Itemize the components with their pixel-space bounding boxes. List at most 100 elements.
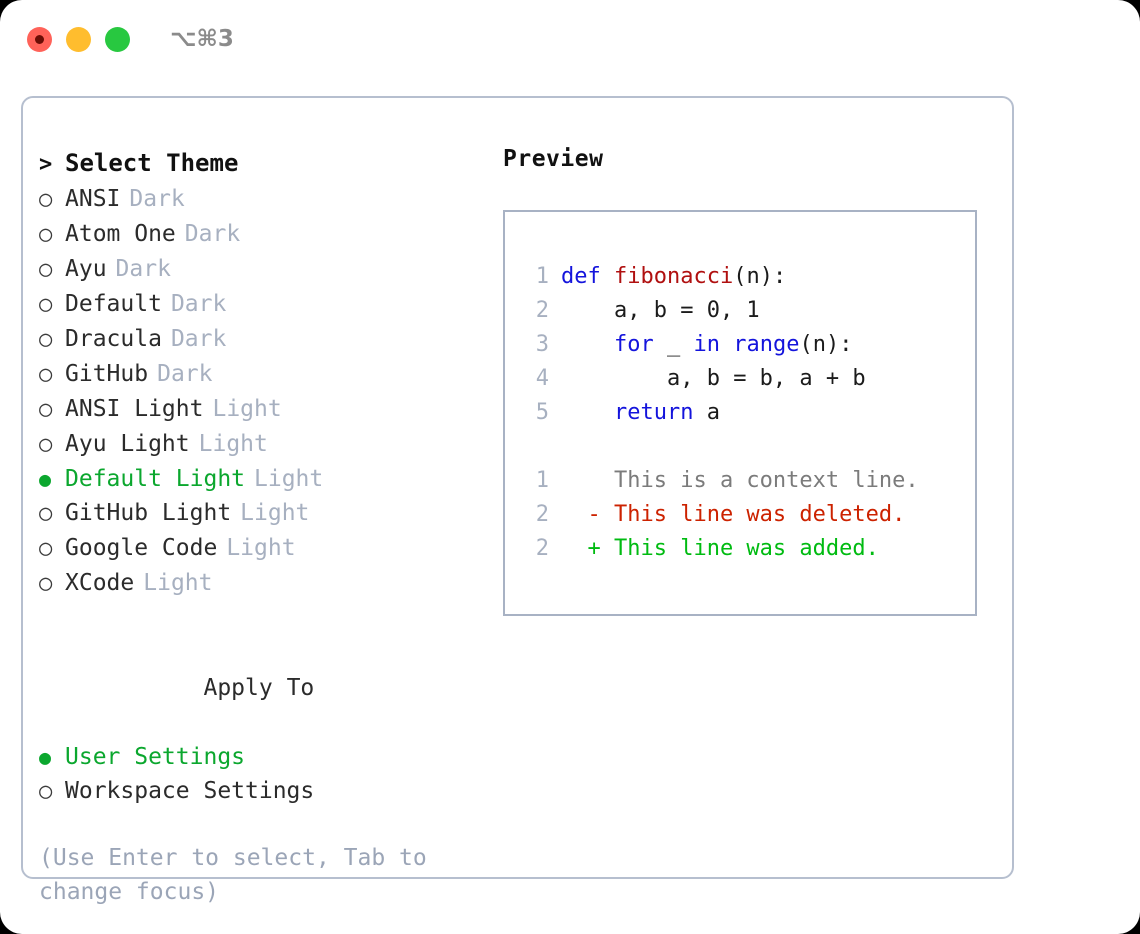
- code-token: (n):: [799, 332, 853, 357]
- apply-to-label: Workspace Settings: [65, 778, 315, 804]
- theme-list-item[interactable]: ○ ANSI Light Light: [39, 392, 489, 427]
- radio-unselected-icon: ○: [39, 779, 53, 804]
- theme-variant-label: Light: [198, 431, 268, 457]
- diff-line: 2 - This line was deleted.: [505, 498, 975, 532]
- theme-name-label: ANSI: [65, 186, 121, 212]
- theme-variant-label: Light: [226, 535, 296, 561]
- code-token: a, b = 0, 1: [613, 298, 760, 323]
- diff-line: 2 + This line was added.: [505, 532, 975, 566]
- code-line: 2 a, b = 0, 1: [505, 294, 975, 328]
- code-token: range: [733, 332, 800, 357]
- code-line-content: def fibonacci(n):: [561, 260, 786, 294]
- code-token: (n):: [733, 264, 787, 289]
- line-number: 2: [535, 536, 549, 561]
- radio-unselected-icon: ○: [39, 571, 53, 596]
- traffic-light-buttons: [27, 26, 130, 52]
- theme-name-label: Ayu: [65, 256, 107, 282]
- theme-list-item[interactable]: ● Default Light Light: [39, 462, 489, 496]
- apply-to-list-item[interactable]: ●User Settings: [39, 740, 489, 774]
- theme-name-label: Default: [65, 291, 162, 317]
- radio-unselected-icon: ○: [39, 292, 53, 317]
- code-token: [720, 332, 733, 357]
- maximize-button-icon[interactable]: [105, 26, 130, 52]
- theme-name-label: Ayu Light: [65, 431, 190, 457]
- code-line: 3 for _ in range(n):: [505, 328, 975, 362]
- radio-unselected-icon: ○: [39, 327, 53, 352]
- theme-name-label: Google Code: [65, 535, 218, 561]
- section-spacer: [39, 601, 489, 637]
- theme-name-label: GitHub: [65, 361, 149, 387]
- theme-name-label: XCode: [65, 570, 135, 596]
- apply-to-list-item[interactable]: ○ Workspace Settings: [39, 774, 489, 809]
- theme-variant-label: Dark: [115, 256, 171, 282]
- radio-unselected-icon: ○: [39, 397, 53, 422]
- code-token: def: [561, 264, 601, 289]
- recording-indicator-icon: [35, 34, 44, 44]
- theme-name-label: Dracula: [65, 326, 162, 352]
- theme-variant-label: Light: [212, 396, 282, 422]
- radio-selected-icon: ●: [39, 745, 52, 769]
- code-line-content: return a: [561, 396, 720, 430]
- diff-line-content: + This line was added.: [561, 536, 879, 561]
- theme-variant-label: Dark: [129, 186, 185, 212]
- theme-variant-label: Dark: [184, 221, 241, 247]
- line-number: 4: [535, 366, 549, 391]
- minimize-button-icon[interactable]: [66, 26, 91, 52]
- code-token: for: [613, 332, 654, 357]
- select-theme-header-label: Select Theme: [65, 149, 239, 177]
- radio-unselected-icon: ○: [39, 257, 53, 282]
- theme-name-label: Default Light: [65, 466, 246, 492]
- code-line-content: a, b = 0, 1: [561, 294, 760, 328]
- title-bar: ⌥⌘3: [0, 0, 1140, 78]
- select-theme-header: > Select Theme: [39, 146, 489, 182]
- apply-to-marker-spacer: ○: [177, 672, 203, 706]
- code-token: _: [653, 332, 694, 357]
- theme-list-item[interactable]: ○ Ayu Dark: [39, 252, 489, 287]
- theme-name-label: GitHub Light: [65, 500, 232, 526]
- line-number: 2: [535, 502, 549, 527]
- keyboard-hint-text: (Use Enter to select, Tab to change focu…: [39, 845, 441, 905]
- code-line-content: for _ in range(n):: [561, 328, 852, 362]
- code-diff-separator: [505, 430, 975, 464]
- radio-unselected-icon: ○: [39, 501, 53, 526]
- theme-variant-label: Light: [254, 466, 324, 492]
- diff-line: 1 This is a context line.: [505, 464, 975, 498]
- radio-unselected-icon: ○: [39, 362, 53, 387]
- radio-unselected-icon: ○: [39, 536, 53, 561]
- diff-line-content: This is a context line.: [561, 468, 919, 493]
- code-token: fibonacci: [614, 264, 734, 289]
- theme-name-label: ANSI Light: [65, 396, 204, 422]
- theme-list-item[interactable]: ○ Dracula Dark: [39, 322, 489, 357]
- code-token: [601, 264, 614, 289]
- apply-to-header: ○Apply To: [39, 637, 489, 740]
- code-line: 4 a, b = b, a + b: [505, 362, 975, 396]
- diff-line-content: - This line was deleted.: [561, 502, 906, 527]
- code-line: 1 def fibonacci(n):: [505, 260, 975, 294]
- prompt-caret-icon: >: [39, 152, 53, 177]
- theme-list-item[interactable]: ○ Google Code Light: [39, 531, 489, 566]
- theme-variant-label: Dark: [170, 326, 227, 352]
- radio-unselected-icon: ○: [39, 222, 53, 247]
- code-line-content: a, b = b, a + b: [561, 362, 866, 396]
- apply-to-list: ●User Settings ○ Workspace Settings: [39, 740, 489, 809]
- code-line: 5 return a: [505, 396, 975, 430]
- keyboard-shortcut-label: ⌥⌘3: [170, 26, 234, 52]
- radio-selected-icon: ●: [39, 467, 52, 491]
- apply-to-header-label: Apply To: [203, 675, 315, 701]
- close-button-icon[interactable]: [27, 26, 52, 52]
- line-number: 1: [535, 264, 549, 289]
